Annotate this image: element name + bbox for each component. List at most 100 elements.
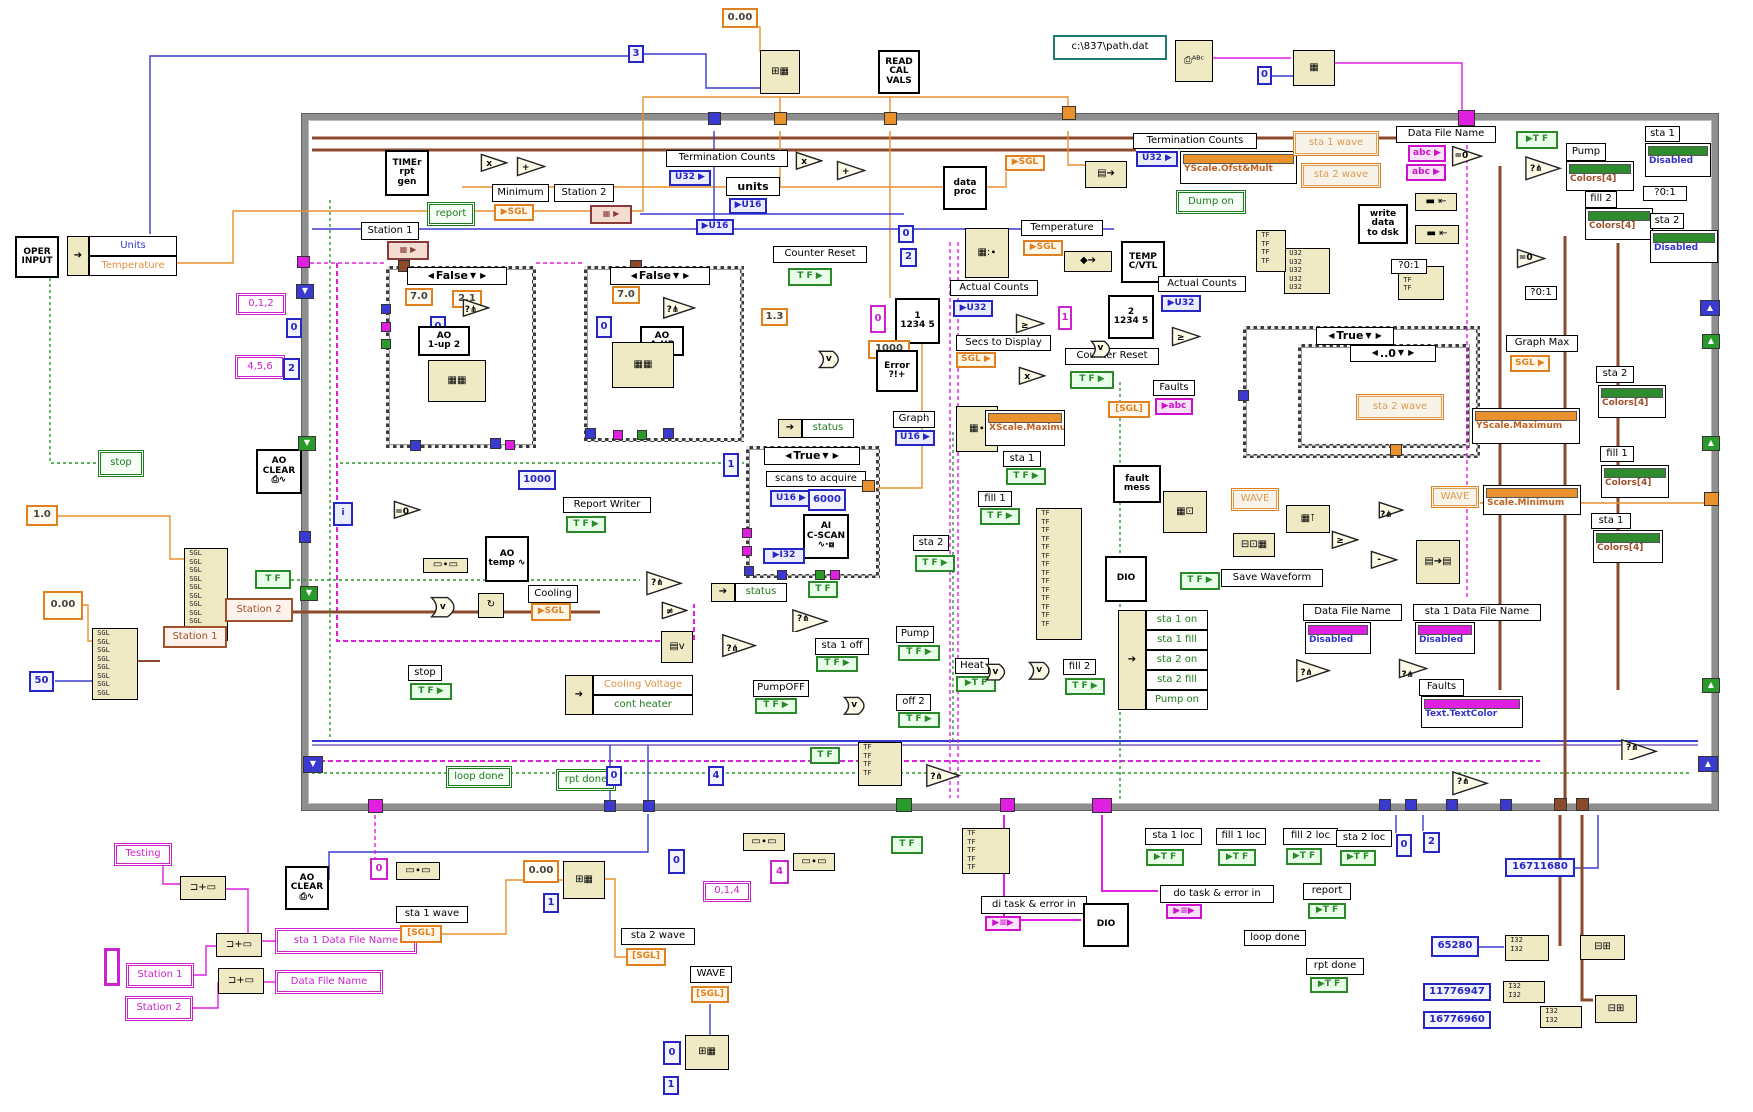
tunnel[interactable] xyxy=(381,322,391,332)
t-f-tfc[interactable]: ▶T F xyxy=(1218,849,1256,866)
graph-max-lbl[interactable]: Graph Max xyxy=(1506,335,1578,352)
build-u32-icon[interactable]: U32 U32 U32 U32 U32 xyxy=(1284,248,1330,294)
tunnel[interactable] xyxy=(744,566,754,576)
tunnel[interactable] xyxy=(297,256,310,268)
heat-lbl[interactable]: Heat xyxy=(955,658,989,674)
display-icon-1[interactable]: ▬ ⇤ xyxy=(1415,193,1457,211)
colors-4-prop[interactable]: Colors[4] xyxy=(1593,530,1663,563)
tunnel[interactable] xyxy=(896,798,912,812)
tunnel[interactable] xyxy=(1238,390,1249,401)
sr-down-2[interactable]: ▼ xyxy=(298,436,316,451)
scale-icon[interactable]: ◆➔ xyxy=(1064,251,1112,272)
0-bc[interactable]: 0 xyxy=(1257,66,1272,85)
case-dropdown-icon[interactable]: ▼ xyxy=(469,270,477,280)
init-array-icon-2[interactable]: ⊞▦ xyxy=(563,861,605,899)
status-gtext[interactable]: status xyxy=(735,583,787,602)
t-f-tfc[interactable]: ▶T F xyxy=(1516,131,1558,149)
sta-1-lbl[interactable]: sta 1 xyxy=(1003,451,1041,467)
wire-m-36[interactable] xyxy=(194,945,216,976)
t-f-tfc[interactable]: T F ▶ xyxy=(1065,678,1105,695)
1-3-oc[interactable]: 1.3 xyxy=(761,308,788,326)
item-tri[interactable]: + xyxy=(516,156,546,182)
testing-mlbl[interactable]: Testing xyxy=(114,843,172,866)
16776960-bc[interactable]: 16776960 xyxy=(1423,1011,1491,1029)
scans-to-acquire-lbl[interactable]: scans to acquire xyxy=(766,471,866,487)
sgl-term-o[interactable]: [SGL] xyxy=(1108,401,1150,418)
select-tri-8[interactable]: ?⋔ xyxy=(925,763,961,793)
pump-lbl[interactable]: Pump xyxy=(1566,143,1606,161)
pump-on-gtext[interactable]: Pump on xyxy=(1146,690,1208,710)
tunnel[interactable] xyxy=(1704,492,1719,506)
wire-b-53[interactable] xyxy=(1575,815,1599,869)
data-file-name-mlbl[interactable]: Data File Name xyxy=(275,970,383,994)
tf-build-icon-1[interactable]: TF TF TF TF xyxy=(858,742,902,786)
t-f-tfc[interactable]: T F xyxy=(891,836,923,854)
temperature-otext[interactable]: Temperature xyxy=(89,256,177,276)
wire-br-57[interactable] xyxy=(1580,815,1593,1002)
dio-node[interactable]: DIO xyxy=(1083,903,1129,947)
data-file-name-lbl[interactable]: Data File Name xyxy=(1303,604,1402,621)
tunnel[interactable] xyxy=(862,480,875,492)
item-tri[interactable]: ≥ xyxy=(1171,326,1201,352)
yscale-maximum-prop[interactable]: YScale.Maximum xyxy=(1472,408,1580,444)
wire-g-18[interactable] xyxy=(49,278,97,464)
t-f-tfc[interactable]: T F ▶ xyxy=(898,712,940,728)
sta-2-fill-gtext[interactable]: sta 2 fill xyxy=(1146,670,1208,690)
ao-1-up-2-node[interactable]: AO 1-up 2 xyxy=(418,326,470,356)
select-tri-6[interactable]: ?⋔ xyxy=(1295,658,1331,690)
case-next-icon[interactable]: ▶ xyxy=(1375,330,1382,340)
item-term-br[interactable]: ▦ ▶ xyxy=(387,241,429,260)
sta-1-fill-gtext[interactable]: sta 1 fill xyxy=(1146,630,1208,650)
string-subset-icon-2[interactable]: ▭∙▭ xyxy=(793,853,835,871)
tunnel[interactable] xyxy=(1062,106,1076,120)
colors-4-prop[interactable]: Colors[4] xyxy=(1601,465,1669,498)
loop-done-lbl[interactable]: loop done xyxy=(1244,930,1306,946)
array-or-icon[interactable]: ▤v xyxy=(661,631,693,663)
tunnel[interactable] xyxy=(585,428,596,439)
colors-4-prop[interactable]: Colors[4] xyxy=(1585,208,1653,240)
t-f-tfc[interactable]: T F ▶ xyxy=(755,698,797,714)
v-orv[interactable]: v xyxy=(430,596,462,620)
disabled-prop[interactable]: Disabled xyxy=(1650,230,1718,263)
sr-up-3[interactable]: ▲ xyxy=(1702,436,1720,451)
0-bc[interactable]: 0 xyxy=(663,1041,681,1065)
tunnel[interactable] xyxy=(490,438,501,449)
tunnel[interactable] xyxy=(742,528,752,538)
disabled-prop[interactable]: Disabled xyxy=(1645,143,1711,177)
0-bc[interactable]: 0 xyxy=(668,849,685,874)
station-1-lbl[interactable]: Station 1 xyxy=(361,222,419,240)
1-1234-5-node[interactable]: 1 1234 5 xyxy=(895,298,940,344)
16711680-bc[interactable]: 16711680 xyxy=(1505,858,1575,877)
array-subset-icon[interactable]: ▦ xyxy=(1293,50,1335,86)
secs-to-display-lbl[interactable]: Secs to Display xyxy=(956,335,1051,351)
t-f-tfc[interactable]: ▶T F xyxy=(1310,977,1348,993)
2-1234-5-node[interactable]: 2 1234 5 xyxy=(1108,295,1154,339)
0-00-oc[interactable]: 0.00 xyxy=(43,591,83,620)
tf-build-icon-2[interactable]: TF TF TF TF TF xyxy=(962,828,1010,874)
wire-o-11[interactable] xyxy=(462,172,1007,188)
tunnel[interactable] xyxy=(1554,798,1567,811)
sta-1-lbl[interactable]: sta 1 xyxy=(1591,513,1631,529)
t-f-tfc[interactable]: ▶T F xyxy=(1308,903,1346,919)
select-tri-2[interactable]: ?⋔ xyxy=(1378,501,1404,531)
11776947-bc[interactable]: 11776947 xyxy=(1423,983,1491,1001)
string-subset-icon-0[interactable]: ▭∙▭ xyxy=(396,862,440,880)
station-1-brlbl[interactable]: Station 1 xyxy=(163,626,227,648)
abc-term-m[interactable]: ▶abc xyxy=(1155,398,1193,415)
0-mc[interactable]: 0 xyxy=(370,858,388,880)
tunnel[interactable] xyxy=(815,570,825,580)
tunnel[interactable] xyxy=(884,112,897,125)
false-hdr[interactable]: ◀False▼▶ xyxy=(407,267,507,285)
7-0-oc[interactable]: 7.0 xyxy=(612,286,640,304)
wire-m-37[interactable] xyxy=(193,982,219,1009)
tunnel[interactable] xyxy=(1576,798,1589,811)
u32-term-b[interactable]: ▶U32 xyxy=(953,300,993,317)
station-1-mlbl[interactable]: Station 1 xyxy=(126,963,194,988)
colors-4-prop[interactable]: Colors[4] xyxy=(1598,385,1666,418)
wire-o-3[interactable] xyxy=(177,96,1069,264)
report-glbl[interactable]: report xyxy=(427,202,475,226)
cluster-icon-b1[interactable]: ⊟⊡▦ xyxy=(1233,533,1275,557)
sgl-term-o[interactable]: [SGL] xyxy=(400,925,442,943)
wire-m-17[interactable] xyxy=(336,263,695,642)
2-bc[interactable]: 2 xyxy=(283,358,300,380)
